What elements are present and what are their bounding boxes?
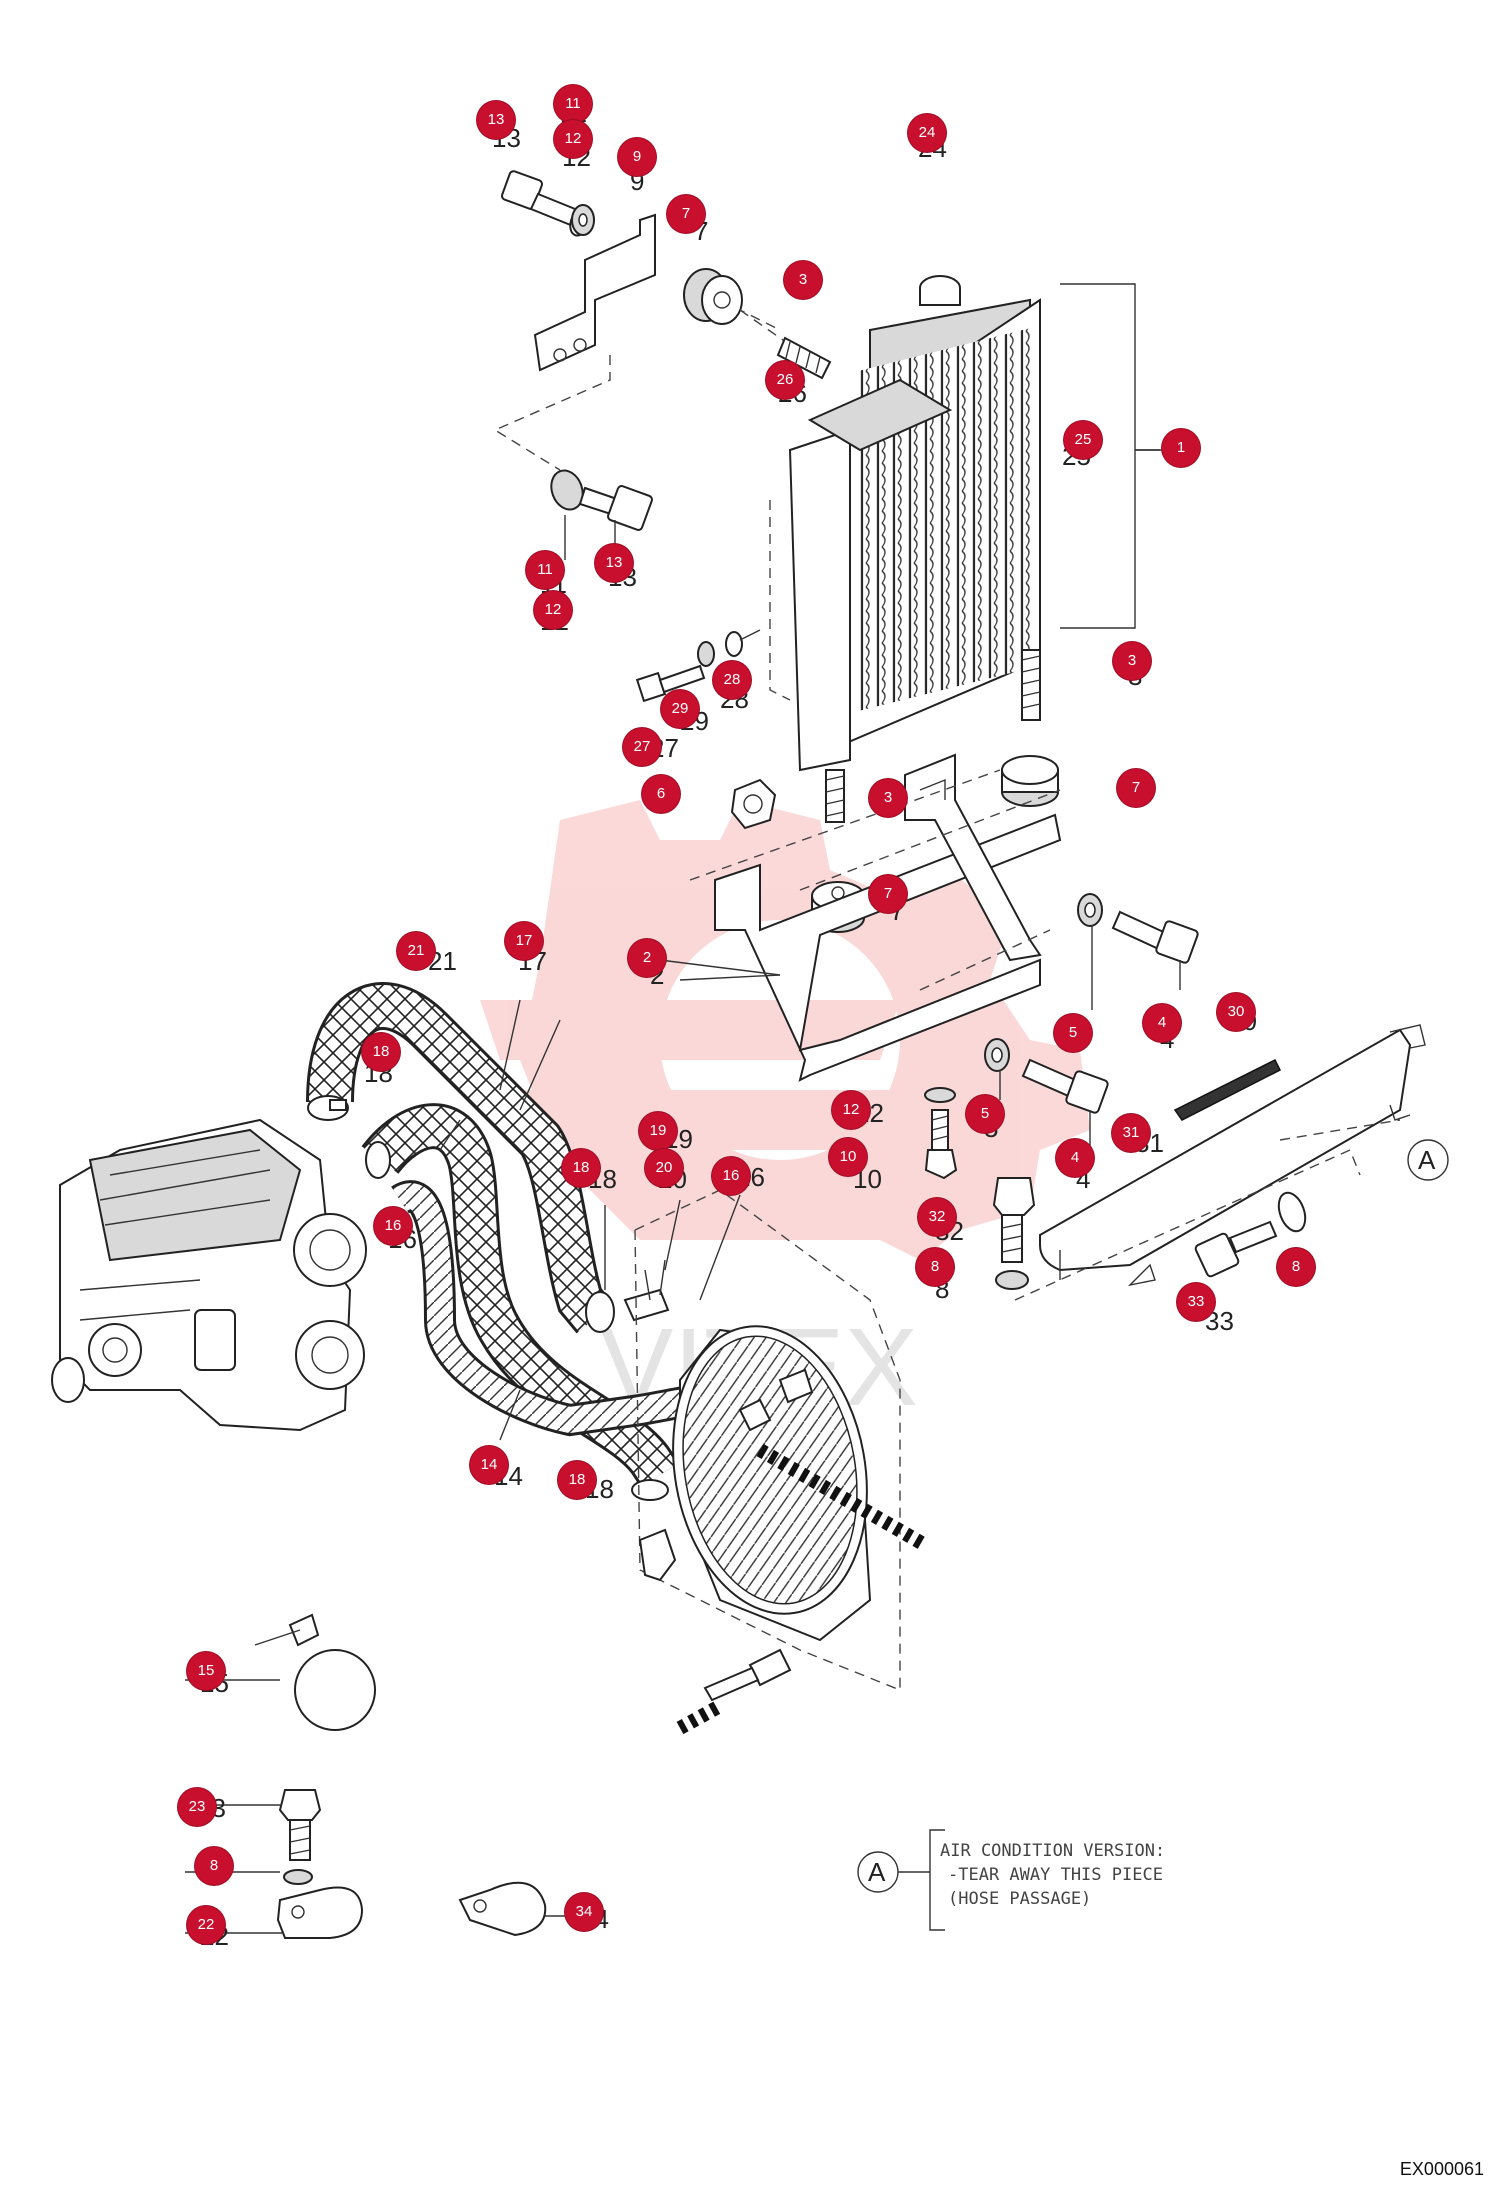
bolt-10 <box>924 1109 958 1180</box>
part-badge-7[interactable]: 7 <box>667 195 705 233</box>
part-badge-18[interactable]: 18 <box>362 1033 400 1071</box>
part-badge-26[interactable]: 26 <box>766 361 804 399</box>
part-badge-22[interactable]: 22 <box>187 1906 225 1944</box>
part-badge-31[interactable]: 31 <box>1112 1114 1150 1152</box>
rubber-mount-7-upper <box>683 268 743 325</box>
svg-text:A: A <box>868 1857 886 1887</box>
part-badge-7[interactable]: 7 <box>869 875 907 913</box>
washer-28 <box>725 631 743 657</box>
air-condition-note: A AIR CONDITION VERSION: -TEAR AWAY THIS… <box>857 1829 1165 1931</box>
washer-5-upper <box>1077 893 1103 927</box>
bolt-23 <box>278 1789 322 1861</box>
part-badge-3[interactable]: 3 <box>1113 642 1151 680</box>
part-badge-8[interactable]: 8 <box>195 1847 233 1885</box>
fan-guard-plate-31 <box>1014 1024 1426 1301</box>
seal-strip-30 <box>1173 1058 1282 1121</box>
part-badge-4[interactable]: 4 <box>1143 1004 1181 1042</box>
p-clamp-22 <box>276 1886 364 1939</box>
bolt-27 <box>635 664 706 703</box>
part-badge-17[interactable]: 17 <box>505 922 543 960</box>
part-badge-18[interactable]: 18 <box>562 1149 600 1187</box>
part-badge-20[interactable]: 20 <box>645 1149 683 1187</box>
washer-8-right <box>1277 1191 1307 1233</box>
part-badge-2[interactable]: 2 <box>628 939 666 977</box>
bolt-33 <box>1194 1220 1278 1278</box>
part-badge-24[interactable]: 24 <box>908 114 946 152</box>
part-badge-34[interactable]: 34 <box>565 1893 603 1931</box>
cable-tie-15 <box>254 1613 376 1731</box>
hose-clamp-18-lower <box>631 1479 669 1501</box>
part-badge-4[interactable]: 4 <box>1056 1139 1094 1177</box>
part-badge-1[interactable]: 1 <box>1162 429 1200 467</box>
radiator-core <box>788 275 1041 772</box>
part-badge-13[interactable]: 13 <box>477 101 515 139</box>
part-badge-6[interactable]: 6 <box>642 775 680 813</box>
diagram-code: EX000061 <box>1399 2159 1484 2179</box>
part-badge-14[interactable]: 14 <box>470 1446 508 1484</box>
part-badge-3[interactable]: 3 <box>869 779 907 817</box>
svg-text:AIR CONDITION VERSION:: AIR CONDITION VERSION: <box>940 1841 1165 1861</box>
part-badge-9[interactable]: 9 <box>618 138 656 176</box>
part-badge-7[interactable]: 7 <box>1117 769 1155 807</box>
p-clamp-34 <box>458 1881 547 1937</box>
part-badge-12[interactable]: 12 <box>832 1091 870 1129</box>
part-badge-18[interactable]: 18 <box>558 1461 596 1499</box>
part-badge-8[interactable]: 8 <box>916 1248 954 1286</box>
nut-6 <box>730 778 777 830</box>
washer-8-center <box>995 1270 1029 1290</box>
part-badge-8[interactable]: 8 <box>1277 1248 1315 1286</box>
part-badge-11[interactable]: 11 <box>526 551 564 589</box>
spring-3-upper <box>776 336 832 380</box>
svg-text:-TEAR AWAY THIS PIECE: -TEAR AWAY THIS PIECE <box>948 1865 1163 1885</box>
part-badge-5[interactable]: 5 <box>966 1095 1004 1133</box>
part-badge-25[interactable]: 25 <box>1064 421 1102 459</box>
part-badge-19[interactable]: 19 <box>639 1112 677 1150</box>
mounting-bracket-2 <box>714 753 1062 1082</box>
washer-5-lower <box>984 1038 1010 1072</box>
washer-8-lower <box>283 1869 313 1885</box>
washer-12-upper <box>571 204 595 236</box>
svg-text:(HOSE PASSAGE): (HOSE PASSAGE) <box>948 1889 1091 1909</box>
bolt-13-lower <box>550 469 653 531</box>
part-badge-16[interactable]: 16 <box>374 1207 412 1245</box>
clamp-19-20 <box>623 1259 670 1322</box>
hose-clamp-18-left <box>307 1095 349 1121</box>
engine-block <box>51 1118 367 1432</box>
part-badge-13[interactable]: 13 <box>595 544 633 582</box>
part-badge-21[interactable]: 21 <box>397 932 435 970</box>
bolt-32 <box>992 1177 1036 1263</box>
part-badge-33[interactable]: 33 <box>1177 1283 1215 1321</box>
fan-shaft-indicator <box>756 1443 929 1552</box>
part-badge-29[interactable]: 29 <box>661 690 699 728</box>
part-badge-27[interactable]: 27 <box>623 728 661 766</box>
bolt-4-lower <box>1021 1058 1109 1114</box>
temperature-sensor <box>703 1648 792 1702</box>
part-badge-15[interactable]: 15 <box>187 1652 225 1690</box>
part-badge-23[interactable]: 23 <box>178 1788 216 1826</box>
washer-12-center <box>924 1087 956 1103</box>
part-badge-11[interactable]: 11 <box>554 85 592 123</box>
washer-29 <box>697 641 715 667</box>
svg-text:A: A <box>1418 1145 1436 1175</box>
part-badge-32[interactable]: 32 <box>918 1198 956 1236</box>
part-badge-16[interactable]: 16 <box>712 1157 750 1195</box>
oil-cooler-fan-assembly <box>634 1189 901 1692</box>
part-badge-5[interactable]: 5 <box>1054 1014 1092 1052</box>
part-badge-12[interactable]: 12 <box>534 591 572 629</box>
part-badge-10[interactable]: 10 <box>829 1138 867 1176</box>
hose-clamp-16-left <box>365 1141 391 1179</box>
part-badge-30[interactable]: 30 <box>1217 993 1255 1031</box>
bracket-9 <box>533 213 656 372</box>
spring-3-center <box>825 769 845 823</box>
bolt-4-upper <box>1111 910 1199 964</box>
spring-3-right <box>1021 649 1041 721</box>
rubber-mount-7-right <box>1001 755 1059 807</box>
ref-marker-a-diagram: A <box>1407 1139 1449 1181</box>
part-badge-3[interactable]: 3 <box>784 261 822 299</box>
part-badge-12[interactable]: 12 <box>554 120 592 158</box>
part-badge-28[interactable]: 28 <box>713 661 751 699</box>
hose-clamp-18-center <box>585 1291 615 1333</box>
